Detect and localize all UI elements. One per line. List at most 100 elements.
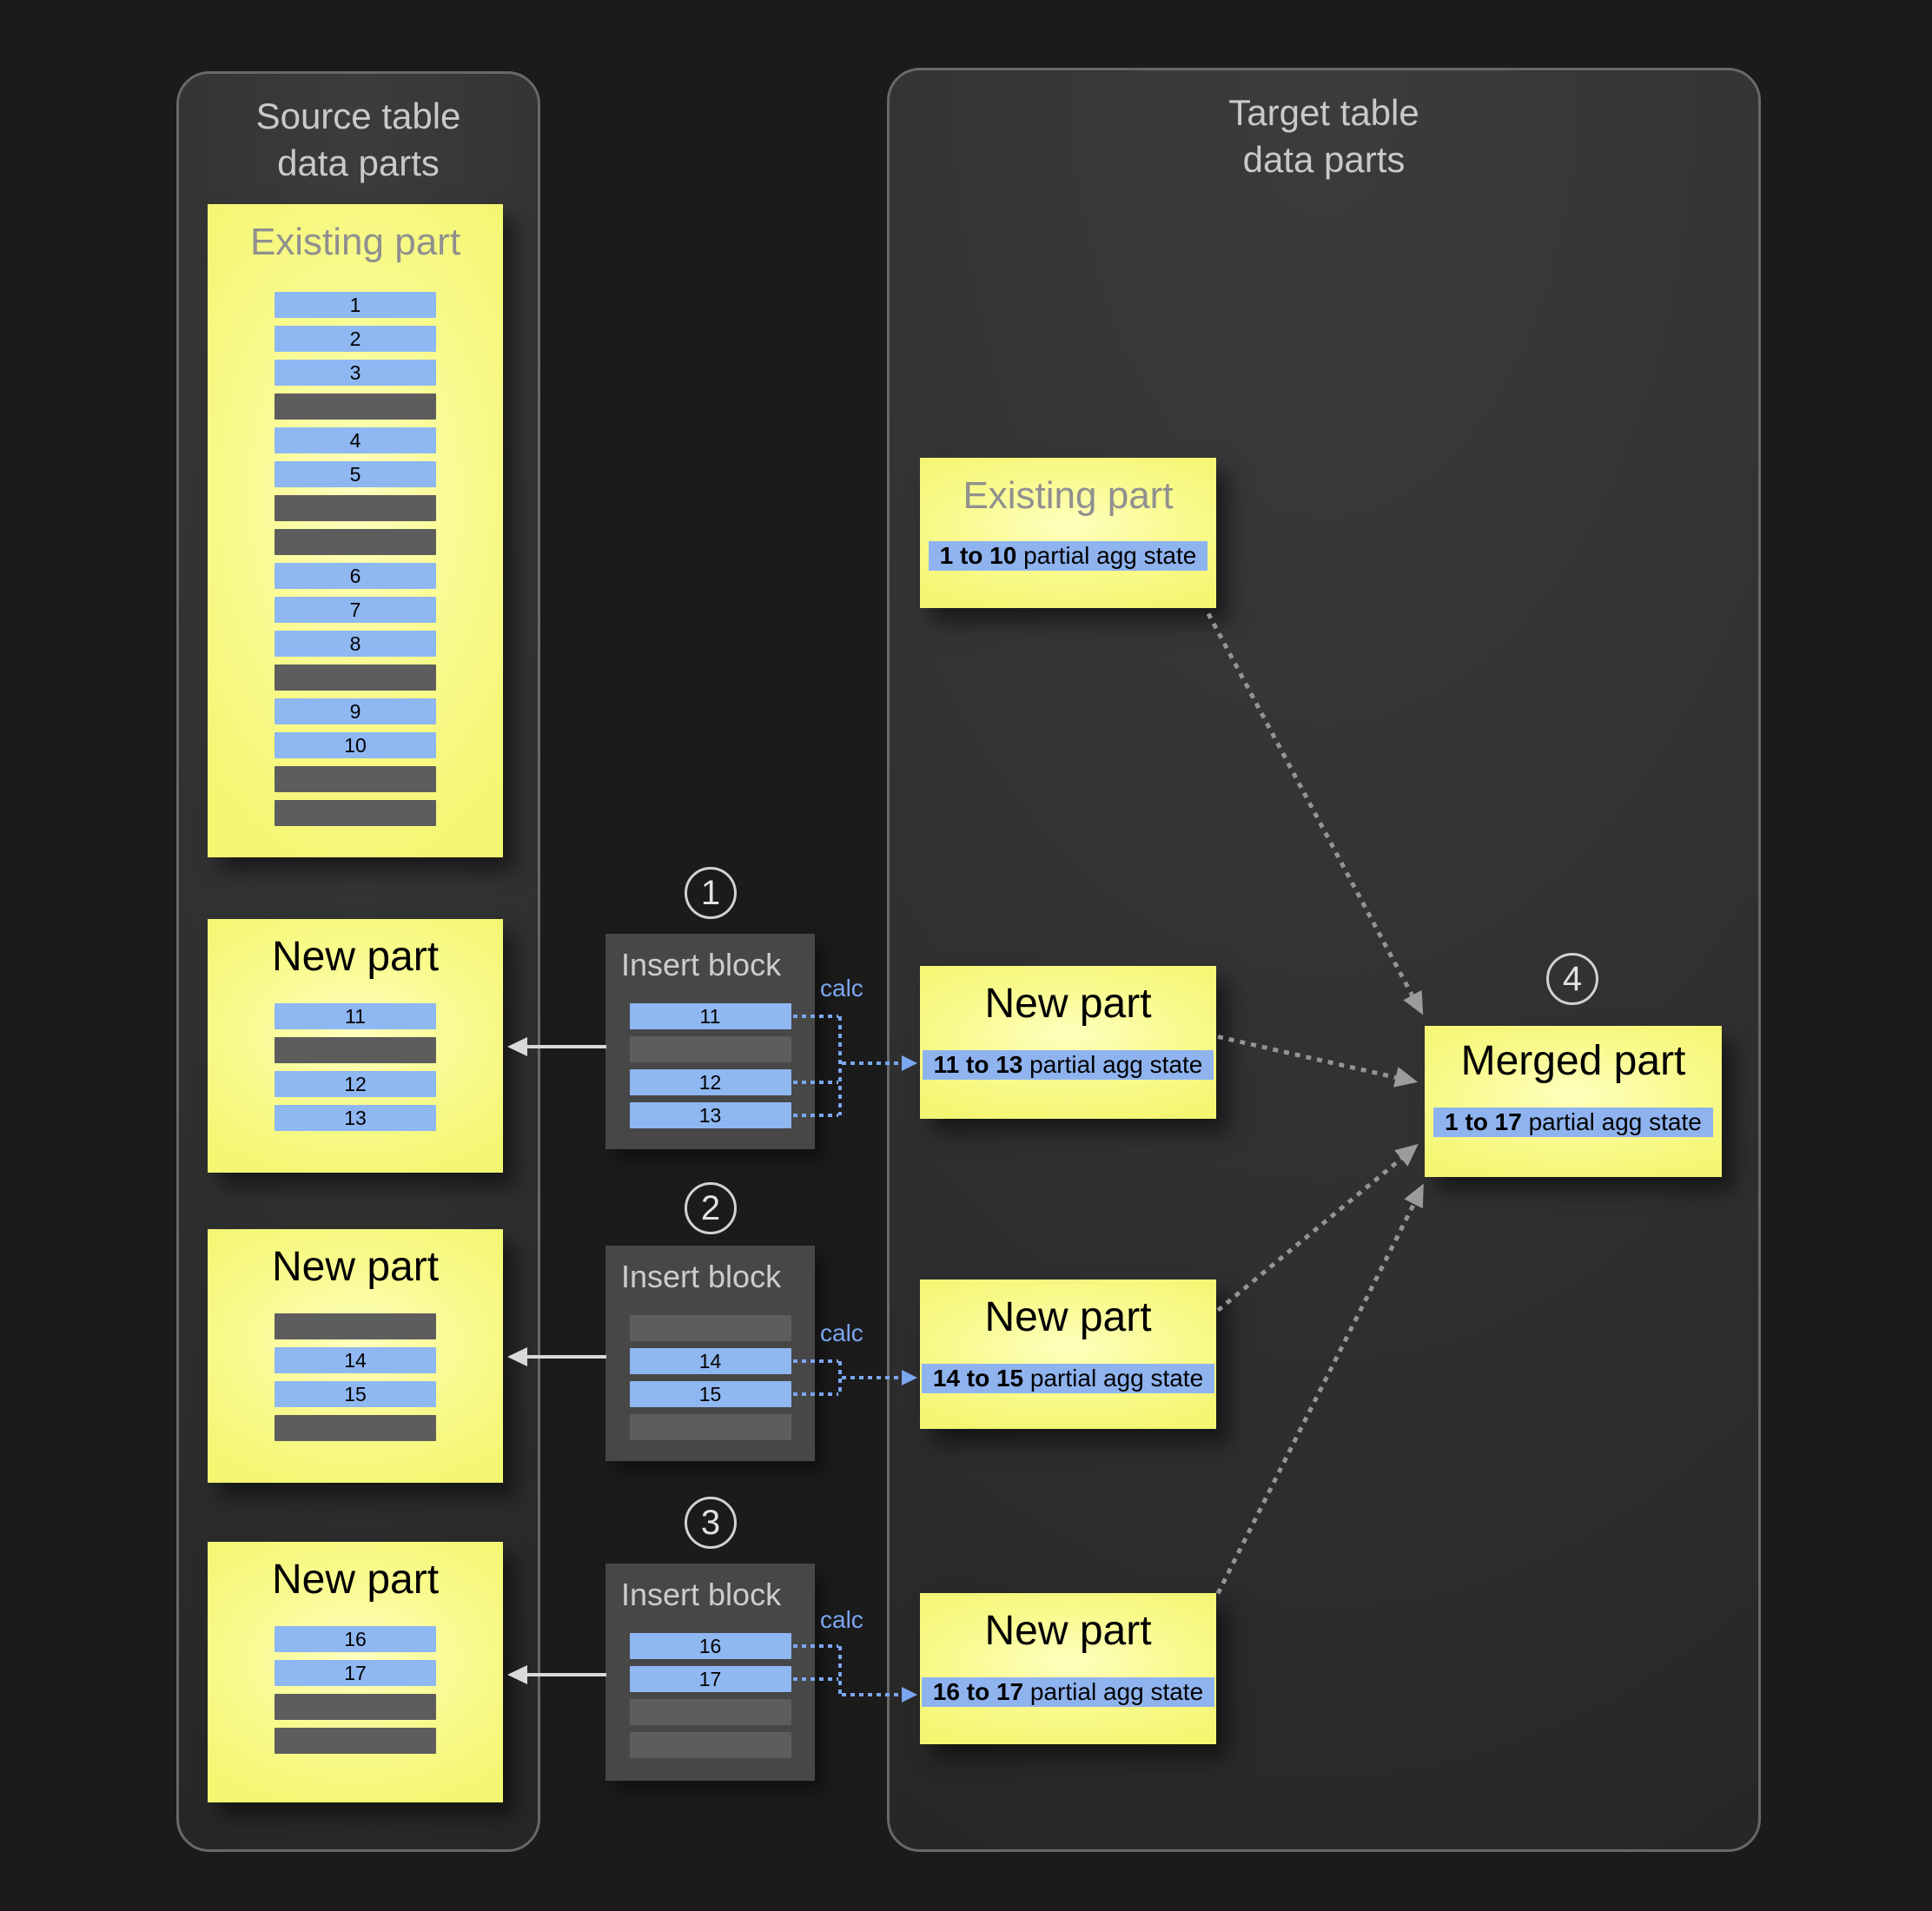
empty-row	[275, 766, 436, 792]
calc-label-3: calc	[820, 1606, 863, 1633]
agg-range: 11 to 13	[933, 1051, 1023, 1078]
calc-stub-row-14	[793, 1359, 838, 1363]
arrow-right-icon	[902, 1370, 917, 1385]
agg-range: 16 to 17	[932, 1678, 1024, 1705]
calc-arrow-1	[842, 1055, 917, 1071]
source-new-part-1-title: New part	[271, 934, 440, 980]
target-new-part-2-title: New part	[984, 1294, 1152, 1340]
arrow-right-icon	[902, 1687, 917, 1703]
empty-row	[275, 665, 436, 691]
insert-arrow-2	[507, 1347, 606, 1366]
calc-trunk-3	[838, 1646, 842, 1695]
source-existing-part: Existing part 1 2 3 4 5 6 7 8 9 10	[208, 204, 503, 857]
agg-state-badge: 14 to 15 partial agg state	[921, 1364, 1215, 1393]
data-row: 13	[629, 1102, 791, 1128]
agg-state-badge: 11 to 13 partial agg state	[922, 1050, 1214, 1080]
calc-stub-row-15	[793, 1392, 838, 1396]
step-3-badge: 3	[685, 1497, 737, 1549]
calc-trunk-1	[838, 1016, 842, 1115]
source-new-part-1-rows: 11 12 13	[275, 1003, 436, 1131]
target-panel-title: Target table data parts	[890, 89, 1758, 183]
data-row: 12	[275, 1071, 436, 1097]
calc-arrow-3	[842, 1687, 917, 1703]
step-4-badge: 4	[1546, 953, 1598, 1005]
source-panel-title-line1: Source table	[255, 96, 461, 136]
data-row: 2	[275, 326, 436, 352]
data-row: 6	[275, 563, 436, 589]
agg-range: 14 to 15	[932, 1365, 1024, 1392]
data-row: 16	[275, 1626, 436, 1652]
agg-state-badge: 16 to 17 partial agg state	[921, 1677, 1215, 1707]
empty-row	[275, 393, 436, 420]
empty-row	[275, 1694, 436, 1720]
empty-row	[275, 1728, 436, 1754]
data-row: 14	[275, 1347, 436, 1373]
insert-block-1-title: Insert block	[621, 947, 782, 982]
agg-label: partial agg state	[1521, 1108, 1702, 1135]
data-row: 16	[629, 1633, 791, 1659]
insert-block-1: Insert block 11 12 13	[605, 934, 815, 1149]
data-row: 4	[275, 427, 436, 453]
data-row: 7	[275, 597, 436, 623]
agg-state-badge: 1 to 10 partial agg state	[928, 541, 1208, 571]
target-panel-title-line2: data parts	[1242, 139, 1406, 180]
data-row: 3	[275, 360, 436, 386]
empty-row	[629, 1699, 791, 1725]
arrow-right-icon	[902, 1055, 917, 1071]
target-table-panel: Target table data parts	[887, 68, 1761, 1852]
data-row: 12	[629, 1069, 791, 1095]
insert-block-3-rows: 16 17	[629, 1633, 791, 1758]
insert-block-1-rows: 11 12 13	[629, 1003, 791, 1128]
source-existing-part-title: Existing part	[249, 221, 461, 263]
data-row: 8	[275, 631, 436, 657]
merged-part: Merged part 1 to 17 partial agg state	[1425, 1026, 1722, 1177]
empty-row	[629, 1732, 791, 1758]
calc-trunk-2	[838, 1361, 842, 1394]
target-new-part-1-title: New part	[984, 981, 1152, 1027]
data-row: 15	[275, 1381, 436, 1407]
empty-row	[275, 529, 436, 555]
insert-block-3: Insert block 16 17	[605, 1564, 815, 1781]
calc-arrow-2	[842, 1370, 917, 1385]
data-row: 17	[275, 1660, 436, 1686]
target-new-part-1: New part 11 to 13 partial agg state	[920, 966, 1216, 1119]
insert-block-3-title: Insert block	[621, 1577, 782, 1612]
agg-state-badge: 1 to 17 partial agg state	[1433, 1108, 1713, 1137]
insert-block-2: Insert block 14 15	[605, 1246, 815, 1461]
step-2-badge: 2	[685, 1182, 737, 1234]
target-existing-part: Existing part 1 to 10 partial agg state	[920, 458, 1216, 608]
empty-row	[629, 1414, 791, 1440]
data-row: 17	[629, 1666, 791, 1692]
calc-stub-row-13	[793, 1114, 838, 1117]
calc-stub-row-12	[793, 1081, 838, 1084]
data-row: 10	[275, 732, 436, 758]
data-row: 1	[275, 292, 436, 318]
insert-block-2-title: Insert block	[621, 1259, 782, 1294]
agg-label: partial agg state	[1023, 1678, 1204, 1705]
empty-row	[275, 1415, 436, 1441]
data-row: 5	[275, 461, 436, 487]
target-new-part-3-title: New part	[984, 1608, 1152, 1654]
calc-stub-row-11	[793, 1015, 838, 1018]
empty-row	[629, 1036, 791, 1062]
data-row: 14	[629, 1348, 791, 1374]
source-new-part-1: New part 11 12 13	[208, 919, 503, 1173]
target-existing-part-title: Existing part	[963, 474, 1174, 517]
data-row: 15	[629, 1381, 791, 1407]
source-panel-title: Source table data parts	[179, 93, 538, 187]
agg-label: partial agg state	[1022, 1051, 1203, 1078]
arrow-left-icon	[507, 1347, 527, 1366]
source-existing-part-rows: 1 2 3 4 5 6 7 8 9 10	[275, 292, 436, 826]
empty-row	[275, 800, 436, 826]
target-panel-title-line1: Target table	[1228, 92, 1419, 133]
source-new-part-3-rows: 16 17	[275, 1626, 436, 1754]
step-1-badge: 1	[685, 867, 737, 919]
calc-label-1: calc	[820, 975, 863, 1002]
insert-arrow-1	[507, 1037, 606, 1056]
data-row: 11	[629, 1003, 791, 1029]
empty-row	[275, 1037, 436, 1063]
calc-stub-row-17	[793, 1677, 838, 1681]
data-row: 11	[275, 1003, 436, 1029]
source-new-part-3: New part 16 17	[208, 1542, 503, 1802]
target-new-part-3: New part 16 to 17 partial agg state	[920, 1593, 1216, 1744]
